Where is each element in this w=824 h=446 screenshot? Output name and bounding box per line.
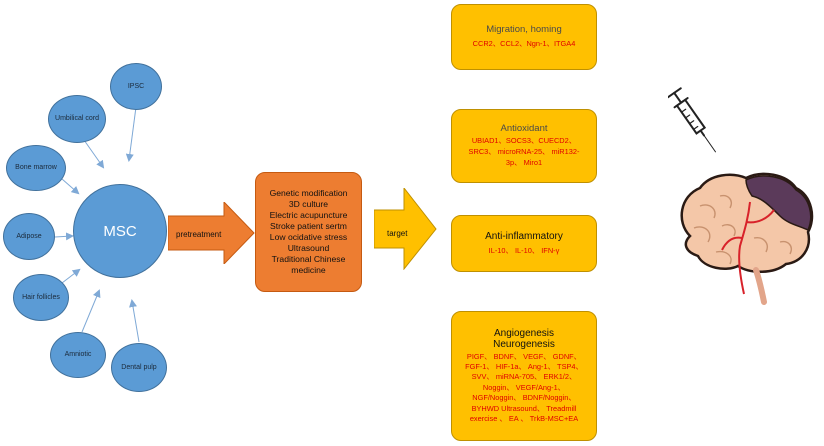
source-bone-marrow: Bone marrow bbox=[6, 145, 66, 191]
target-migration-title: Migration, homing bbox=[486, 24, 562, 36]
arrow-umbilical bbox=[83, 139, 105, 169]
pretreatment-box: Genetic modification 3D culture Electric… bbox=[255, 172, 362, 292]
pretreatment-item: Low ocidative stress bbox=[269, 232, 348, 242]
pretreatment-arrow bbox=[168, 202, 255, 264]
target-antiinflammatory-genes: IL-10、 IL-10、 IFN-γ bbox=[488, 245, 560, 255]
arrow-dental bbox=[129, 299, 140, 343]
syringe-icon bbox=[668, 87, 717, 153]
source-hair-follicles: Hair follicles bbox=[13, 274, 69, 321]
arrow-hair bbox=[61, 268, 81, 284]
pretreatment-item: Ultrasound bbox=[287, 243, 330, 253]
arrow-ipsc bbox=[125, 106, 137, 162]
target-label: target bbox=[387, 229, 408, 238]
pretreatment-item: Stroke patient sertm bbox=[270, 221, 347, 231]
target-angiogenesis-title: Angiogenesis bbox=[493, 327, 555, 339]
pretreatment-item: 3D culture bbox=[288, 199, 329, 209]
target-antioxidant-title: Antioxidant bbox=[500, 123, 548, 135]
pretreatment-item: medicine bbox=[291, 265, 326, 275]
target-migration-genes: CCR2、CCL2、Ngn-1、ITGA4 bbox=[472, 39, 576, 49]
arrow-bone-marrow bbox=[61, 178, 80, 195]
source-ipsc: IPSC bbox=[110, 63, 162, 110]
target-antioxidant-box: Antioxidant UBIAD1、SOCS3、CUECD2、 SRC3、 m… bbox=[451, 109, 597, 183]
target-migration-box: Migration, homing CCR2、CCL2、Ngn-1、ITGA4 bbox=[451, 4, 597, 70]
target-angiogenesis-genes: PIGF、 BDNF、 VEGF、 GDNF、 FGF-1、 HIF-1a、 A… bbox=[465, 351, 583, 423]
pretreatment-label: pretreatment bbox=[176, 230, 222, 239]
pretreatment-item: Traditional Chinese bbox=[271, 254, 346, 264]
msc-node: MSC bbox=[73, 184, 167, 278]
target-antiinflammatory-title: Anti-inflammatory bbox=[485, 230, 563, 242]
pretreatment-item: Electric acupuncture bbox=[269, 210, 348, 220]
target-neurogenesis-title: Neurogenesis bbox=[493, 338, 555, 350]
arrow-amniotic bbox=[81, 289, 101, 333]
source-amniotic: Amniotic bbox=[50, 332, 106, 378]
target-angiogenesis-box: Angiogenesis Neurogenesis PIGF、 BDNF、 VE… bbox=[451, 311, 597, 441]
target-antioxidant-genes: UBIAD1、SOCS3、CUECD2、 SRC3、 microRNA-25、 … bbox=[468, 136, 580, 167]
brain-icon bbox=[680, 172, 814, 305]
target-antiinflammatory-box: Anti-inflammatory IL-10、 IL-10、 IFN-γ bbox=[451, 215, 597, 272]
source-adipose: Adipose bbox=[3, 213, 55, 260]
arrow-adipose bbox=[54, 232, 74, 241]
source-dental-pulp: Dental pulp bbox=[111, 343, 167, 392]
pretreatment-item: Genetic modification bbox=[269, 188, 348, 198]
source-umbilical-cord: Umbilical cord bbox=[48, 95, 106, 143]
target-arrow bbox=[374, 188, 437, 270]
